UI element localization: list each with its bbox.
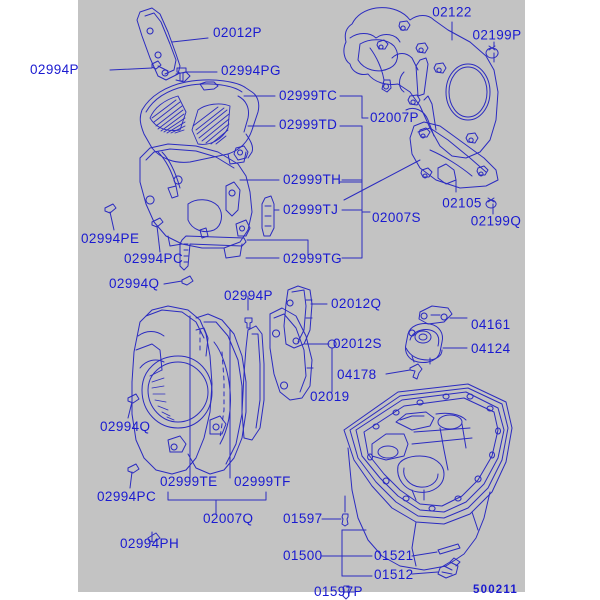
part-01500-oil-pan bbox=[343, 383, 513, 571]
fastener-02994pc-lower bbox=[127, 463, 140, 489]
leader-02994p-upper bbox=[109, 67, 153, 71]
label-02994pe: 02994PE bbox=[81, 231, 140, 246]
fastener-01597p bbox=[342, 585, 350, 600]
label-02999td: 02999TD bbox=[279, 117, 338, 132]
part-02999tj-pin bbox=[261, 195, 275, 237]
label-02994q-upper: 02994Q bbox=[109, 276, 160, 291]
leader-02999tg-b bbox=[246, 239, 309, 259]
label-04178: 04178 bbox=[337, 367, 377, 382]
leader-01512 bbox=[411, 571, 439, 575]
diagram-canvas-background bbox=[78, 0, 525, 592]
label-02199q: 02199Q bbox=[470, 213, 522, 229]
label-02999tg: 02999TG bbox=[283, 251, 343, 266]
part-02012q-cover bbox=[283, 285, 313, 349]
leader-01521 bbox=[411, 551, 438, 557]
fastener-01597 bbox=[341, 513, 349, 527]
label-02999tj: 02999TJ bbox=[283, 202, 339, 217]
leader-02012p bbox=[171, 37, 209, 43]
label-02994p-middle: 02994P bbox=[224, 288, 273, 303]
label-02007q: 02007Q bbox=[203, 511, 254, 526]
part-04124-oil-filler bbox=[405, 323, 443, 365]
fastener-02994q-upper bbox=[163, 275, 194, 286]
label-02012s: 02012S bbox=[333, 336, 382, 351]
label-04124: 04124 bbox=[471, 341, 511, 356]
label-02994p-upper: 02994P bbox=[30, 62, 79, 77]
label-02994q-lower: 02994Q bbox=[100, 419, 151, 434]
label-02012p: 02012P bbox=[213, 25, 262, 40]
label-02012q: 02012Q bbox=[331, 296, 382, 311]
part-02122-front-case bbox=[343, 7, 499, 159]
fastener-02994q-lower bbox=[127, 393, 140, 419]
part-04161-gasket bbox=[418, 305, 453, 325]
label-01512: 01512 bbox=[374, 567, 414, 582]
label-01500: 01500 bbox=[283, 548, 323, 563]
label-drawing-number: 500211 bbox=[473, 584, 518, 596]
label-02994pc-lower: 02994PC bbox=[97, 489, 157, 504]
bracket-02007s-down bbox=[341, 211, 363, 259]
label-02122: 02122 bbox=[432, 4, 472, 20]
part-01512-gasket bbox=[437, 557, 461, 579]
bracket-02007s-top bbox=[341, 179, 363, 213]
label-02994pg: 02994PG bbox=[221, 63, 281, 78]
label-04161: 04161 bbox=[471, 317, 511, 332]
bracket-02007p-top bbox=[339, 95, 363, 119]
label-01597: 01597 bbox=[283, 511, 323, 526]
part-lower-belt-cover bbox=[139, 143, 253, 259]
part-02105-bracket bbox=[343, 121, 499, 201]
fastener-02994p-upper bbox=[151, 60, 169, 72]
label-02019: 02019 bbox=[310, 389, 350, 404]
label-02999tc: 02999TC bbox=[279, 88, 338, 103]
label-02007s: 02007S bbox=[372, 210, 421, 225]
label-02999th: 02999TH bbox=[283, 172, 342, 187]
leader-04178 bbox=[385, 369, 411, 375]
bracket-02007p-down bbox=[339, 125, 363, 183]
part-02012s-cover bbox=[269, 307, 314, 401]
label-02105: 02105 bbox=[442, 195, 482, 211]
label-02999te: 02999TE bbox=[160, 474, 218, 489]
fastener-02994pg bbox=[176, 67, 187, 82]
label-02999tf: 02999TF bbox=[234, 474, 291, 489]
label-01521: 01521 bbox=[374, 548, 414, 563]
label-02994pc-upper: 02994PC bbox=[124, 251, 184, 266]
part-01521-plug bbox=[437, 543, 461, 555]
fastener-02994pe bbox=[104, 203, 117, 231]
fastener-04178 bbox=[409, 363, 423, 380]
part-belt-strip-right bbox=[241, 325, 265, 441]
label-02007p: 02007P bbox=[370, 110, 419, 125]
fastener-02994pc-upper bbox=[151, 217, 164, 253]
fastener-02994ph bbox=[147, 531, 161, 543]
part-02012p-strip bbox=[136, 7, 191, 83]
fastener-02199p bbox=[485, 45, 499, 63]
label-02199p: 02199P bbox=[472, 27, 522, 43]
part-front-case-cover bbox=[131, 305, 247, 475]
label-02994ph: 02994PH bbox=[120, 536, 180, 551]
fastener-02199q bbox=[485, 197, 497, 215]
part-02999tg-seal bbox=[179, 235, 247, 271]
fastener-02994p-middle bbox=[244, 303, 253, 329]
bracket-02007q bbox=[167, 491, 267, 501]
label-01597p: 01597P bbox=[314, 584, 363, 599]
